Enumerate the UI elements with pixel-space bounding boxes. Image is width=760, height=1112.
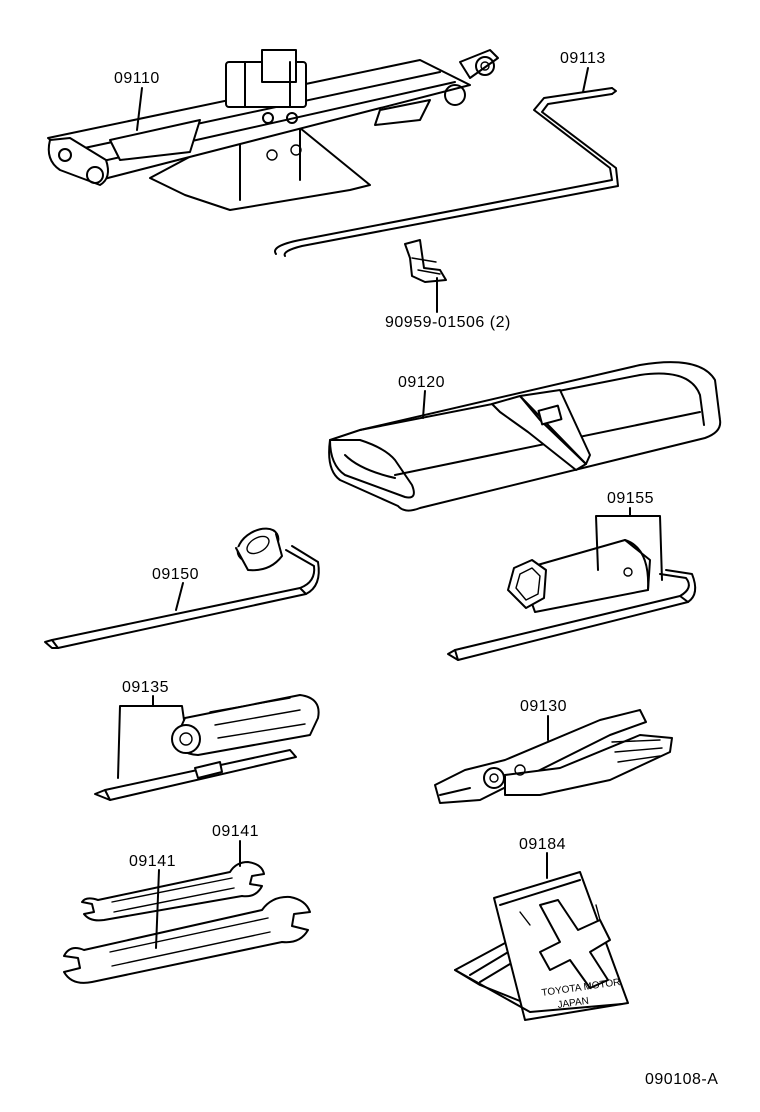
leader-lines bbox=[117, 67, 663, 949]
chock-stamp-line2: JAPAN bbox=[557, 996, 590, 1011]
spanner-small-drawing bbox=[81, 861, 265, 922]
label-spanner-small: 09141 bbox=[212, 823, 259, 840]
label-spanner-large: 09141 bbox=[129, 853, 176, 870]
screwdriver-drawing bbox=[94, 694, 320, 801]
jack-handle-drawing bbox=[274, 87, 619, 257]
label-screwdriver: 09135 bbox=[122, 679, 169, 696]
spanner-large-drawing bbox=[63, 895, 311, 984]
label-pliers: 09130 bbox=[520, 698, 567, 715]
clip-drawing bbox=[404, 239, 447, 283]
label-wheel-wrench: 09150 bbox=[152, 566, 199, 583]
label-plug-wrench: 09155 bbox=[607, 490, 654, 507]
wheel-chock-drawing: TOYOTA MOTOR JAPAN bbox=[454, 871, 629, 1021]
scissor-jack-drawing bbox=[47, 49, 499, 211]
wheel-wrench-drawing bbox=[44, 527, 320, 649]
plug-wrench-drawing bbox=[447, 539, 697, 661]
label-jack: 09110 bbox=[114, 70, 160, 87]
label-clip: 90959-01506 (2) bbox=[385, 314, 511, 331]
label-tool-bag: 09120 bbox=[398, 374, 445, 391]
tool-bag-drawing bbox=[328, 361, 722, 512]
label-wheel-chock: 09184 bbox=[519, 836, 566, 853]
label-jack-handle: 09113 bbox=[560, 50, 606, 67]
drawing-number: 090108-A bbox=[645, 1071, 719, 1088]
pliers-drawing bbox=[434, 709, 673, 804]
